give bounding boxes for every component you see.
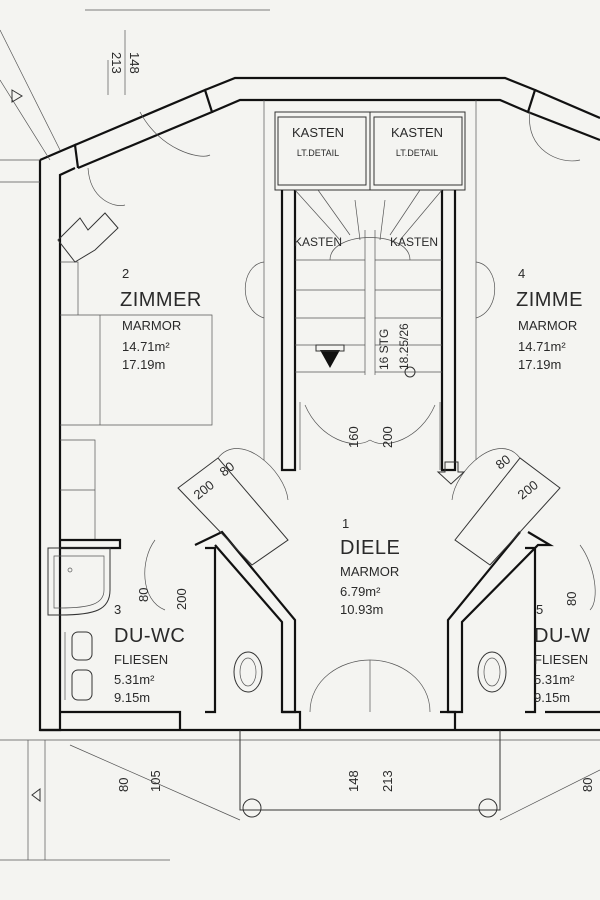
room-name: DU-WC [114,625,185,647]
room-1-label: 1 DIELE MARMOR 6.79m² 10.93m [340,516,400,617]
room-perimeter: 17.19m [122,357,165,372]
room-material: FLIESEN [114,652,168,667]
room-number: 2 [122,266,129,281]
dimension-label: 148 [346,770,361,792]
stair-ratio-label: 18.25/26 [397,323,411,370]
closet-label: KASTEN [391,125,443,140]
dimension-labels: 148 213 160 200 80 200 80 200 80 200 80 … [109,52,595,792]
room-material: MARMOR [122,318,181,333]
dimension-label: 213 [109,52,124,74]
room-perimeter: 9.15m [534,690,570,705]
room-3-label: 3 DU-WC FLIESEN 5.31m² 9.15m [114,602,185,705]
room-number: 3 [114,602,121,617]
closet-label: KASTEN [292,125,344,140]
dimension-label: 213 [380,770,395,792]
stair-arrow-icon [320,350,340,368]
arrow-marker-icon [31,788,41,802]
closet-sub-label: LT.DETAIL [297,148,339,158]
room-5-label: 5 DU-W FLIESEN 5.31m² 9.15m [534,602,590,705]
dimension-label: 148 [127,52,142,74]
closet-sub-label: LT.DETAIL [396,148,438,158]
room-name: DU-W [534,625,590,647]
room-name: ZIMME [516,289,583,311]
room-area: 5.31m² [534,672,575,687]
room-perimeter: 17.19m [518,357,561,372]
room-material: FLIESEN [534,652,588,667]
dimension-label: 80 [116,778,131,792]
room-area: 14.71m² [518,339,566,354]
closet-label: KASTEN [390,235,438,249]
dimension-label: 105 [148,770,163,792]
room-number: 5 [536,602,543,617]
closet-labels: KASTEN LT.DETAIL KASTEN LT.DETAIL KASTEN… [292,125,443,249]
room-number: 1 [342,516,349,531]
dimension-label: 200 [174,588,189,610]
dimension-label: 80 [580,778,595,792]
arrow-marker-icon [11,89,23,103]
room-perimeter: 10.93m [340,602,383,617]
stair-labels: 16 STG 18.25/26 [377,323,411,370]
dimension-label: 160 [346,426,361,448]
room-material: MARMOR [518,318,577,333]
room-number: 4 [518,266,525,281]
room-name: DIELE [340,537,400,559]
dimension-label: 80 [564,592,579,606]
interior-walls [47,100,600,821]
dimension-label: 80 [136,588,151,602]
room-4-label: 4 ZIMME MARMOR 14.71m² 17.19m [516,266,583,372]
room-material: MARMOR [340,564,399,579]
dimension-label: 200 [380,426,395,448]
room-name: ZIMMER [120,289,202,311]
room-2-label: 2 ZIMMER MARMOR 14.71m² 17.19m [120,266,202,372]
stair-steps-label: 16 STG [377,329,391,370]
room-perimeter: 9.15m [114,690,150,705]
room-area: 6.79m² [340,584,381,599]
room-area: 5.31m² [114,672,155,687]
closet-label: KASTEN [294,235,342,249]
stair-arrow-icon [436,461,466,485]
room-area: 14.71m² [122,339,170,354]
